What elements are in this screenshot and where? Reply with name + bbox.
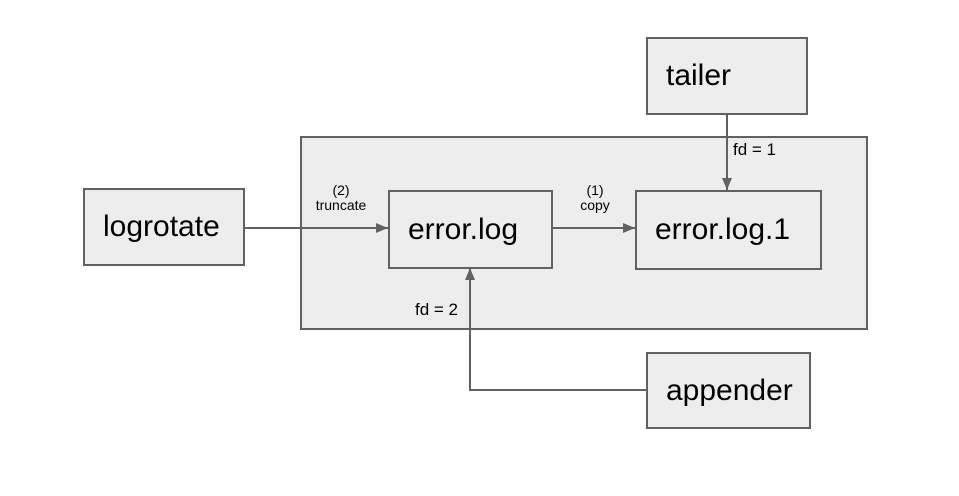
arrow-appender-to-error-log <box>465 268 646 391</box>
node-appender: appender <box>646 352 811 429</box>
edge-label-copy-step: (1) <box>586 182 604 198</box>
edge-label-truncate-action: truncate <box>315 197 367 213</box>
node-logrotate-label: logrotate <box>103 210 220 243</box>
node-logrotate: logrotate <box>83 188 245 266</box>
node-appender-label: appender <box>666 373 793 407</box>
edge-label-fd-1: fd = 1 <box>733 140 777 159</box>
node-tailer: tailer <box>646 37 808 115</box>
edge-label-copy: (1) copy <box>555 183 635 213</box>
node-error-log-1-label: error.log.1 <box>655 213 791 246</box>
node-tailer-label: tailer <box>666 59 732 92</box>
node-error-log: error.log <box>388 190 553 269</box>
edge-label-truncate: (2) truncate <box>301 183 381 213</box>
edge-label-copy-action: copy <box>580 197 610 213</box>
node-error-log-label: error.log <box>408 212 519 246</box>
node-error-log-1: error.log.1 <box>635 190 822 270</box>
edge-label-truncate-step: (2) <box>332 182 350 198</box>
edge-label-fd-2: fd = 2 <box>414 300 458 319</box>
